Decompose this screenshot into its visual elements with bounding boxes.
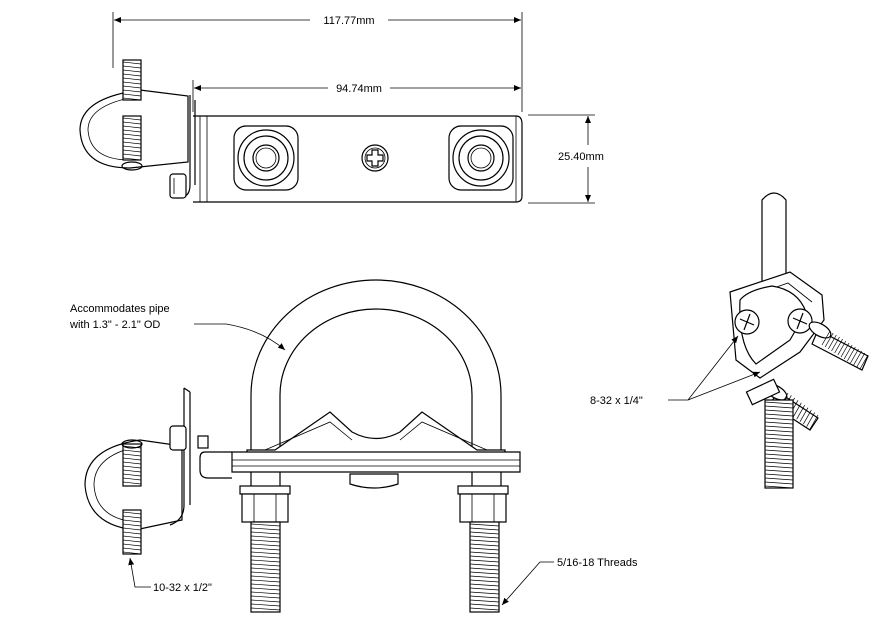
nut-right-top — [448, 125, 514, 191]
dimension-plate-length: 94.74mm — [194, 83, 521, 95]
phillips-screw-top — [361, 144, 389, 172]
front-view: Accommodates pipe with 1.3" - 2.1" OD 10… — [69, 279, 638, 613]
pipe-saddle — [246, 411, 506, 459]
screw-callout: 8-32 x 1/4" — [590, 335, 761, 407]
bolt-right-front — [457, 485, 509, 613]
dimension-plate-height: 25.40mm — [558, 116, 604, 202]
u-bolt — [250, 279, 502, 490]
stud-callout: 10-32 x 1/2" — [128, 557, 212, 594]
pipe-callout-line1: Accommodates pipe — [70, 303, 170, 315]
iso-screw-2 — [787, 308, 813, 334]
iso-rod-right — [808, 321, 869, 371]
mounting-plate-top — [193, 115, 523, 203]
mirror-clamp-front — [84, 387, 209, 555]
thread-callout-label: 5/16-18 Threads — [557, 557, 638, 569]
mirror-clamp-top — [79, 59, 196, 199]
isometric-view: 8-32 x 1/4" — [590, 192, 869, 489]
nut-left-top — [233, 125, 299, 191]
dimension-overall-length: 117.77mm — [114, 15, 521, 27]
stud-callout-label: 10-32 x 1/2" — [153, 582, 212, 594]
screw-callout-label: 8-32 x 1/4" — [590, 395, 643, 407]
plate-height-label: 25.40mm — [558, 151, 604, 163]
iso-screw-1 — [734, 309, 760, 335]
iso-clamp-body — [729, 271, 825, 379]
iso-lower-bolt — [745, 378, 794, 489]
overall-length-label: 117.77mm — [323, 15, 374, 27]
plate-length-label: 94.74mm — [336, 83, 382, 95]
mounting-plate-front — [199, 451, 521, 489]
pipe-callout-line2: with 1.3" - 2.1" OD — [69, 319, 160, 331]
pipe-callout: Accommodates pipe with 1.3" - 2.1" OD — [69, 303, 286, 351]
bolt-left-front — [239, 485, 291, 613]
top-view: 117.77mm 94.74mm 25.40mm — [79, 12, 604, 204]
thread-callout: 5/16-18 Threads — [501, 557, 638, 606]
